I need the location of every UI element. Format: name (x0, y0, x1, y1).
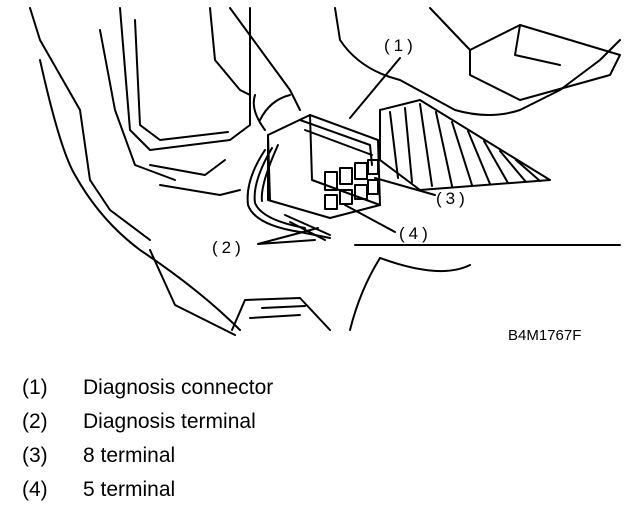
legend-label: Diagnosis terminal (83, 410, 256, 433)
leader-2 (257, 227, 319, 245)
leader-1 (349, 57, 401, 119)
legend-label: 8 terminal (83, 444, 176, 467)
upper-housing (334, 7, 621, 116)
legend-number: (2) (22, 410, 48, 433)
hatched-trim (379, 99, 551, 181)
legend-label: Diagnosis connector (83, 376, 274, 399)
panel-bracket (119, 7, 251, 151)
wire-harness (246, 149, 331, 239)
legend-number: (4) (22, 478, 48, 501)
legend-number: (1) (22, 376, 48, 399)
callout-2: (2) (212, 238, 245, 257)
legend-label: 5 terminal (83, 478, 176, 501)
callout-1: (1) (384, 36, 417, 55)
leader-3 (374, 177, 436, 196)
pedal-outline (231, 297, 331, 331)
legend-number: (3) (22, 444, 48, 467)
callout-4: (4) (399, 224, 432, 243)
dash-panel-outline (29, 7, 151, 241)
callout-3: (3) (436, 189, 469, 208)
leader-4 (344, 204, 396, 233)
figure-id: B4M1767F (508, 327, 582, 344)
